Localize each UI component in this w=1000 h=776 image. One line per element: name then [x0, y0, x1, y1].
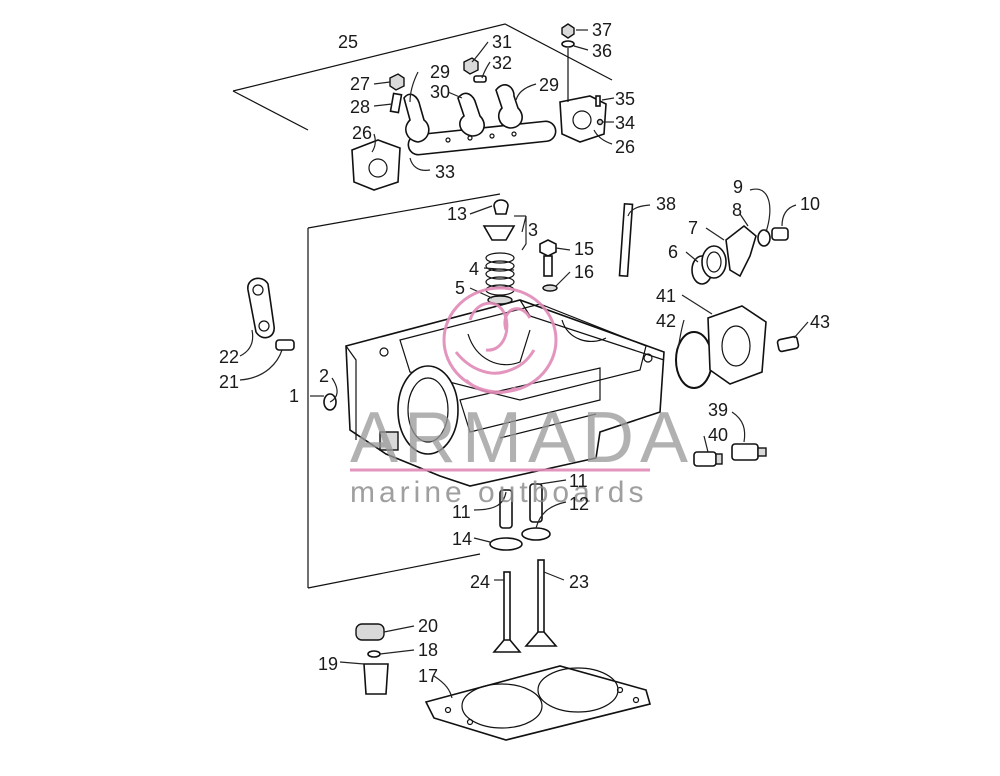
callout-15: 15 [574, 239, 594, 259]
callout-42: 42 [656, 311, 676, 331]
callout-27: 27 [350, 74, 370, 94]
washer-9 [757, 229, 771, 247]
cover-8 [725, 224, 757, 278]
callout-22: 22 [219, 347, 239, 367]
callout-11-left: 11 [452, 502, 471, 522]
callout-8: 8 [732, 200, 742, 220]
callout-6: 6 [668, 242, 678, 262]
head-gasket-17 [424, 665, 651, 741]
watermark-octopus-logo [442, 286, 558, 395]
keeper-18 [367, 650, 381, 658]
callout-4: 4 [469, 259, 479, 279]
callout-34: 34 [615, 113, 635, 133]
rocker-group-frame [232, 23, 613, 131]
callout-36: 36 [592, 41, 612, 61]
callout-16: 16 [574, 262, 594, 282]
callout-24: 24 [470, 572, 490, 592]
washer-34 [596, 118, 604, 126]
callout-29-right: 29 [539, 75, 559, 95]
callout-11-right: 11 [569, 471, 588, 491]
callout-19: 19 [318, 654, 338, 674]
callout-35: 35 [615, 89, 635, 109]
callout-37: 37 [592, 20, 612, 40]
callout-39: 39 [708, 400, 728, 420]
lifter-19 [363, 663, 389, 695]
stud-38 [618, 202, 634, 278]
callout-28: 28 [350, 97, 370, 117]
callout-17: 17 [418, 666, 438, 686]
bolt-43 [776, 335, 800, 353]
callout-18: 18 [418, 640, 438, 660]
callout-21: 21 [219, 372, 239, 392]
sensor-39 [731, 443, 767, 461]
callout-13: 13 [447, 204, 467, 224]
callout-33: 33 [435, 162, 455, 182]
callout-12: 12 [569, 494, 589, 514]
callout-31: 31 [492, 32, 512, 52]
callout-25: 25 [338, 32, 358, 52]
head-assembly-frame [307, 193, 501, 589]
valve-guide-right [529, 483, 543, 523]
rocker-arm-2 [457, 92, 485, 137]
callout-3: 3 [528, 220, 538, 240]
leader-lines [239, 29, 809, 699]
callout-1: 1 [289, 386, 299, 406]
callout-9: 9 [733, 177, 743, 197]
lifting-eye-22 [247, 277, 275, 339]
valve-seat-14 [489, 537, 523, 551]
pin-35 [595, 95, 601, 107]
screw-28 [389, 92, 403, 114]
thermostat-7 [701, 245, 727, 279]
callout-30: 30 [430, 82, 450, 102]
callout-40: 40 [708, 425, 728, 445]
screw-32 [473, 75, 487, 83]
callout-5: 5 [455, 278, 465, 298]
callout-32: 32 [492, 53, 512, 73]
rocker-arm-1 [403, 93, 430, 143]
callout-10: 10 [800, 194, 820, 214]
shim-20 [355, 623, 385, 641]
callout-38: 38 [656, 194, 676, 214]
bolt-21 [275, 339, 295, 351]
bolt-36-37 [561, 23, 575, 102]
valve-23 [524, 559, 558, 647]
watermark-brand: ARMADA [350, 398, 694, 478]
valve-spring-stack [482, 199, 516, 305]
callout-labels: 1 2 3 4 5 6 7 8 9 10 11 11 12 13 14 15 1… [219, 20, 830, 686]
valve-seat-12 [521, 527, 551, 541]
callout-26-right: 26 [615, 137, 635, 157]
callout-23: 23 [569, 572, 589, 592]
rocker-support-left [351, 139, 401, 191]
rocker-arm-3 [495, 84, 523, 129]
callout-26-left: 26 [352, 123, 372, 143]
nut-31 [463, 57, 479, 75]
sensor-40 [693, 451, 723, 467]
watermark: ARMADA marine outboards [350, 286, 694, 509]
nut-27 [389, 73, 405, 91]
o-ring-42 [675, 331, 713, 389]
callout-14: 14 [452, 529, 472, 549]
callout-2: 2 [319, 366, 329, 386]
callout-29-left: 29 [430, 62, 450, 82]
bolt-15 [539, 239, 557, 277]
callout-41: 41 [656, 286, 676, 306]
callout-7: 7 [688, 218, 698, 238]
watermark-tagline: marine outboards [350, 476, 647, 509]
valve-24 [492, 571, 522, 653]
cover-41 [707, 305, 767, 385]
washer-16 [542, 284, 558, 292]
callout-20: 20 [418, 616, 438, 636]
callout-43: 43 [810, 312, 830, 332]
bolt-10 [771, 227, 789, 241]
